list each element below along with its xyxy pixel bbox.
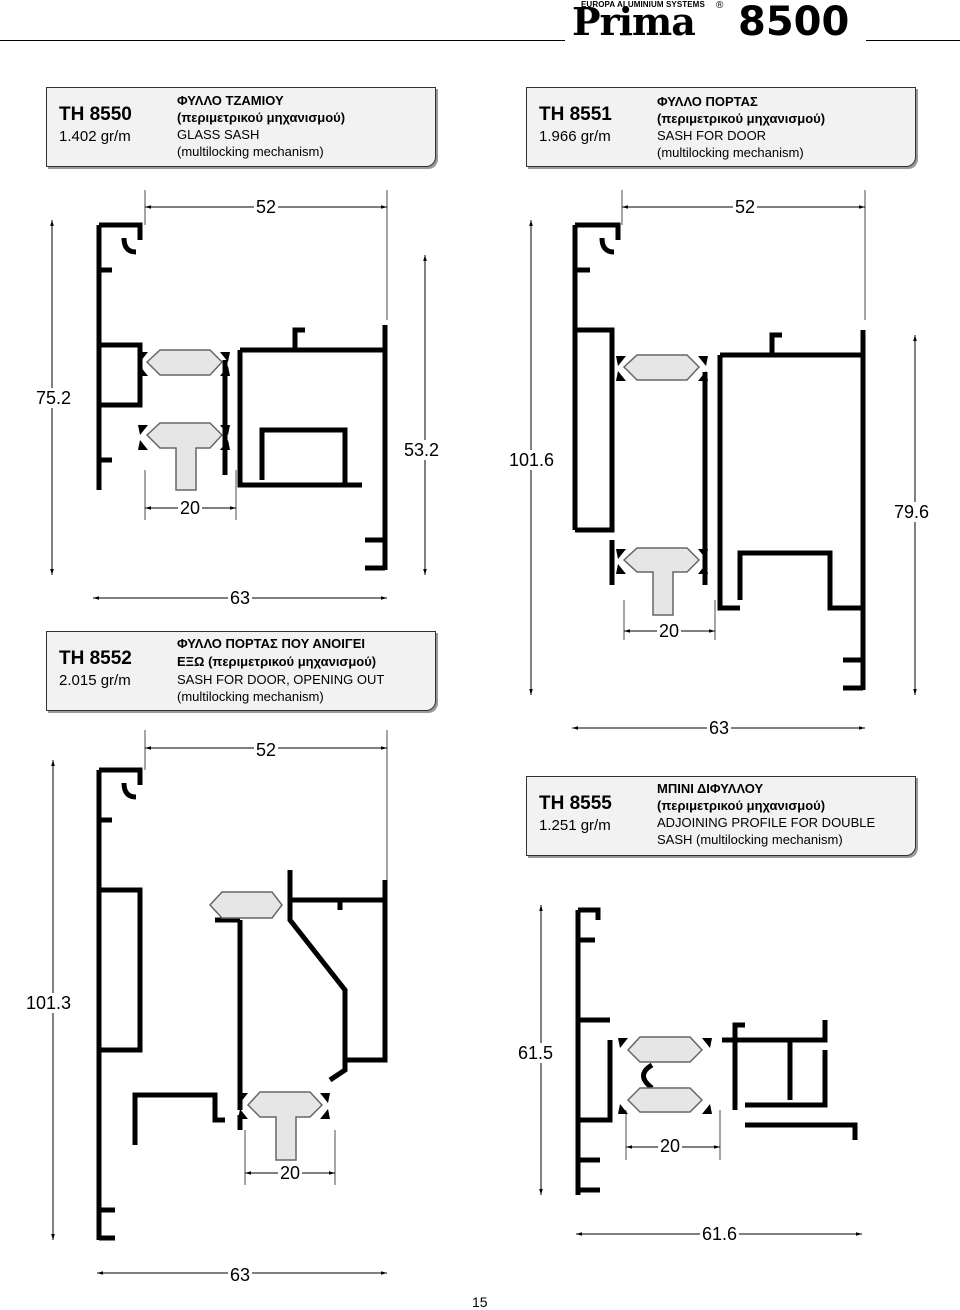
dim-8552-glass: 20: [278, 1163, 303, 1183]
profile-card-8550: TH 8550 1.402 gr/m ΦΥΛΛΟ ΤΖΑΜΙΟΥ (περιμε…: [46, 87, 436, 167]
title-english: SASH FOR DOOR, OPENING OUT: [177, 672, 385, 687]
title-english: GLASS SASH: [177, 127, 260, 142]
brand-logo: Prima: [572, 0, 696, 44]
dim-8552-width-top: 52: [254, 740, 279, 760]
profile-code: TH 8551: [539, 104, 612, 125]
profile-weight: 2.015 gr/m: [59, 672, 131, 689]
dim-8550-height-right: 53.2: [402, 440, 442, 460]
dim-8555-height-left: 61.5: [516, 1043, 556, 1063]
registered-mark: ®: [716, 0, 724, 11]
subtitle-english: (multilocking mechanism): [177, 144, 324, 159]
dim-8555-width-bottom: 61.6: [700, 1224, 740, 1244]
series-number: 8500: [738, 0, 850, 45]
dim-8552-width-bottom: 63: [228, 1265, 253, 1285]
subtitle-greek: ΕΞΩ (περιμετρικού μηχανισμού): [177, 654, 377, 669]
title-greek: ΜΠΙΝΙ ΔΙΦΥΛΛΟΥ: [657, 781, 764, 796]
dim-8550-glass: 20: [178, 498, 203, 518]
profile-code: TH 8550: [59, 104, 132, 125]
title-greek: ΦΥΛΛΟ ΠΟΡΤΑΣ: [657, 94, 758, 109]
dim-8551-width-bottom: 63: [707, 718, 732, 738]
title-english: ADJOINING PROFILE FOR DOUBLE: [657, 815, 876, 830]
subtitle-greek: (περιμετρικού μηχανισμού): [657, 111, 826, 126]
title-english: SASH FOR DOOR: [657, 128, 767, 143]
profile-weight: 1.966 gr/m: [539, 128, 611, 145]
subtitle-english: (multilocking mechanism): [177, 689, 324, 704]
title-greek: ΦΥΛΛΟ ΠΟΡΤΑΣ ΠΟΥ ΑΝΟΙΓΕΙ: [177, 636, 365, 651]
profile-code: TH 8555: [539, 793, 612, 814]
subtitle-english: SASH (multilocking mechanism): [657, 832, 843, 847]
page-number: 15: [472, 1294, 488, 1310]
dim-8550-width-top: 52: [254, 197, 279, 217]
page-header: EUROPA ALUMINIUM SYSTEMS Prima ® 8500: [0, 0, 960, 50]
profile-card-8555: TH 8555 1.251 gr/m ΜΠΙΝΙ ΔΙΦΥΛΛΟΥ (περιμ…: [526, 776, 916, 856]
dim-8551-width-top: 52: [733, 197, 758, 217]
dim-8551-height-left: 101.6: [507, 450, 557, 470]
profile-card-8551: TH 8551 1.966 gr/m ΦΥΛΛΟ ΠΟΡΤΑΣ (περιμετ…: [526, 87, 916, 167]
profile-card-8552: TH 8552 2.015 gr/m ΦΥΛΛΟ ΠΟΡΤΑΣ ΠΟΥ ΑΝΟΙ…: [46, 631, 436, 711]
profile-drawing-8555: [539, 905, 862, 1236]
header-rule-right: [866, 40, 960, 41]
title-greek: ΦΥΛΛΟ ΤΖΑΜΙΟΥ: [177, 93, 284, 108]
brand-tagline: EUROPA ALUMINIUM SYSTEMS: [581, 0, 705, 9]
header-rule-left: [0, 40, 565, 41]
dim-8550-height-left: 75.2: [34, 388, 74, 408]
dim-8555-glass: 20: [658, 1136, 683, 1156]
subtitle-greek: (περιμετρικού μηχανισμού): [657, 798, 826, 813]
dim-8551-height-right: 79.6: [892, 502, 932, 522]
dim-8550-width-bottom: 63: [228, 588, 253, 608]
subtitle-english: (multilocking mechanism): [657, 145, 804, 160]
dim-8552-height-left: 101.3: [24, 993, 74, 1013]
profile-drawing-8551: [529, 190, 917, 730]
subtitle-greek: (περιμετρικού μηχανισμού): [177, 110, 346, 125]
dim-8551-glass: 20: [657, 621, 682, 641]
profile-drawing-8552: [51, 730, 388, 1275]
profile-weight: 1.402 gr/m: [59, 128, 131, 145]
profile-code: TH 8552: [59, 648, 132, 669]
profile-drawing-8550: [50, 190, 427, 600]
profile-weight: 1.251 gr/m: [539, 817, 611, 834]
